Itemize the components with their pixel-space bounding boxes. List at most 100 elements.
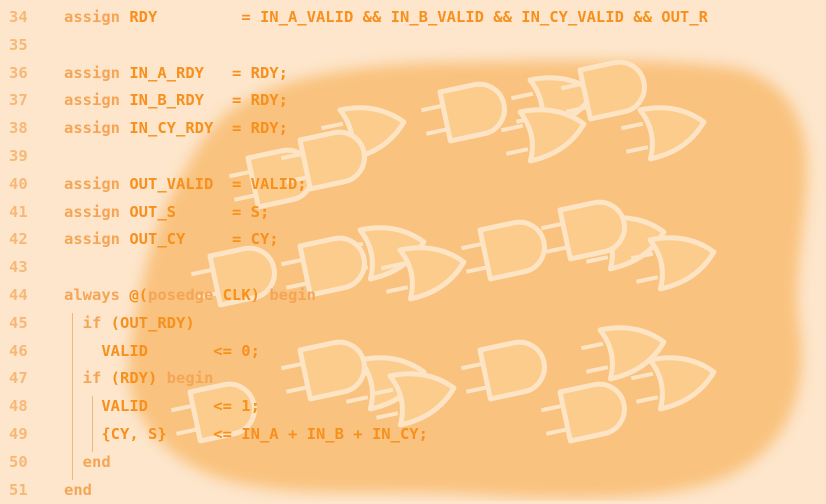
line-number: 48 <box>9 397 28 416</box>
code-line[interactable]: 50 end <box>0 449 826 477</box>
line-number: 43 <box>9 258 28 277</box>
code-line[interactable]: 36 assign IN_A_RDY = RDY; <box>0 60 826 88</box>
code-line[interactable]: 48 VALID <= 1; <box>0 393 826 421</box>
wire-line <box>280 361 309 394</box>
keyword-token: end <box>82 452 111 471</box>
code-line[interactable]: 39 <box>0 143 826 171</box>
code-token: @( <box>120 285 148 304</box>
line-number: 36 <box>9 63 28 82</box>
indent-guide <box>92 396 93 452</box>
keyword-token: begin <box>166 369 214 388</box>
code-token <box>64 314 83 332</box>
code-line[interactable]: 45 if (OUT_RDY) <box>0 310 826 338</box>
code-token: {CY, S} <= IN_A + IN_B + IN_CY; <box>64 424 428 443</box>
line-number: 51 <box>9 480 28 499</box>
code-text: VALID <= 1; <box>64 393 260 421</box>
code-editor[interactable]: 34 assign RDY = IN_A_VALID && IN_B_VALID … <box>0 4 826 504</box>
keyword-token: assign <box>64 63 120 82</box>
code-line[interactable]: 51 end <box>0 477 826 504</box>
wire-line <box>540 221 569 254</box>
line-number: 39 <box>9 146 28 165</box>
wire-line <box>228 169 257 202</box>
keyword-token: assign <box>64 119 120 138</box>
code-text: end <box>64 477 92 504</box>
line-number: 40 <box>9 174 28 193</box>
code-text: assign IN_CY_RDY = RDY; <box>64 115 288 143</box>
line-number: 49 <box>9 424 28 443</box>
code-token: OUT_CY = CY; <box>120 230 279 249</box>
code-line[interactable]: 40 assign OUT_VALID = VALID; <box>0 171 826 199</box>
code-text: {CY, S} <= IN_A + IN_B + IN_CY; <box>64 421 428 449</box>
code-token: CLK) <box>213 285 270 304</box>
code-line[interactable]: 38 assign IN_CY_RDY = RDY; <box>0 115 826 143</box>
code-line[interactable]: 47 if (RDY) begin <box>0 365 826 393</box>
indent-guide <box>72 312 73 480</box>
code-token: OUT_VALID = VALID; <box>120 174 307 193</box>
code-text: VALID <= 0; <box>64 338 260 366</box>
code-token: (RDY) <box>101 369 167 388</box>
wire-line <box>190 267 219 300</box>
keyword-token: if <box>82 313 102 332</box>
wire-line <box>280 257 309 290</box>
wire-line <box>630 371 659 404</box>
wire-line <box>580 341 609 374</box>
wire-line <box>370 387 399 420</box>
line-number: 37 <box>9 91 28 110</box>
line-number: 38 <box>9 119 28 138</box>
code-token: RDY = IN_A_VALID && IN_B_VALID && IN_CY_… <box>120 8 708 26</box>
wire-line <box>420 103 449 136</box>
line-number: 47 <box>9 369 28 388</box>
code-text: if (OUT_RDY) <box>64 310 195 338</box>
keyword-token: assign <box>64 91 120 110</box>
wire-line <box>460 361 489 394</box>
code-token: VALID <= 0; <box>64 341 260 360</box>
code-line[interactable]: 41 assign OUT_S = S; <box>0 199 826 227</box>
keyword-token: end <box>64 480 92 499</box>
line-number: 34 <box>9 8 28 26</box>
code-line[interactable]: 42 assign OUT_CY = CY; <box>0 226 826 254</box>
code-token: IN_CY_RDY = RDY; <box>120 119 288 138</box>
code-token <box>64 453 83 471</box>
code-line[interactable]: 43 <box>0 254 826 282</box>
code-line[interactable]: 34 assign RDY = IN_A_VALID && IN_B_VALID … <box>0 4 826 32</box>
code-token <box>64 369 83 387</box>
line-number: 41 <box>9 202 28 221</box>
line-number: 45 <box>9 313 28 332</box>
code-line[interactable]: 35 <box>0 32 826 60</box>
keyword-token: begin <box>269 285 316 304</box>
wire-line <box>540 403 569 436</box>
code-token: (OUT_RDY) <box>101 313 195 332</box>
code-text: end <box>64 449 111 477</box>
wire-line <box>170 403 199 436</box>
code-text: assign IN_B_RDY = RDY; <box>64 87 288 115</box>
code-line[interactable]: 46 VALID <= 0; <box>0 338 826 366</box>
code-token: IN_B_RDY = RDY; <box>120 91 288 110</box>
code-text: assign OUT_VALID = VALID; <box>64 171 307 199</box>
code-text: assign OUT_CY = CY; <box>64 226 279 254</box>
keyword-token: posedge <box>148 285 214 304</box>
wire-line <box>560 81 589 114</box>
code-token: OUT_S = S; <box>120 202 270 221</box>
code-token: IN_A_RDY = RDY; <box>120 63 288 82</box>
wire-line <box>630 251 659 284</box>
code-text: assign OUT_S = S; <box>64 199 269 227</box>
keyword-token: assign <box>64 8 120 26</box>
keyword-token: if <box>82 369 102 388</box>
keyword-token: assign <box>64 230 120 249</box>
keyword-token: assign <box>64 174 120 193</box>
wire-line <box>280 151 309 184</box>
line-number: 46 <box>9 341 28 360</box>
line-number: 42 <box>9 230 28 249</box>
keyword-token: assign <box>64 202 120 221</box>
wire-line <box>500 123 529 156</box>
code-text: if (RDY) begin <box>64 365 214 393</box>
code-line[interactable]: 49 {CY, S} <= IN_A + IN_B + IN_CY; <box>0 421 826 449</box>
code-token: VALID <= 1; <box>64 397 260 416</box>
wire-line <box>460 241 489 274</box>
code-text: assign IN_A_RDY = RDY; <box>64 60 288 88</box>
line-number: 50 <box>9 452 28 471</box>
code-line[interactable]: 37 assign IN_B_RDY = RDY; <box>0 87 826 115</box>
keyword-token: always <box>64 285 120 304</box>
